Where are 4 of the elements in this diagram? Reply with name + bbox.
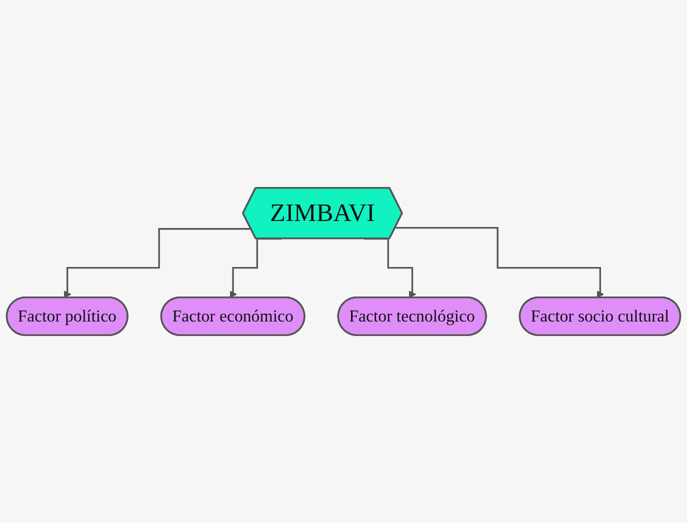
arrow — [364, 238, 416, 298]
arrow — [64, 228, 252, 298]
arrow — [230, 238, 282, 298]
arrow — [395, 226, 604, 298]
